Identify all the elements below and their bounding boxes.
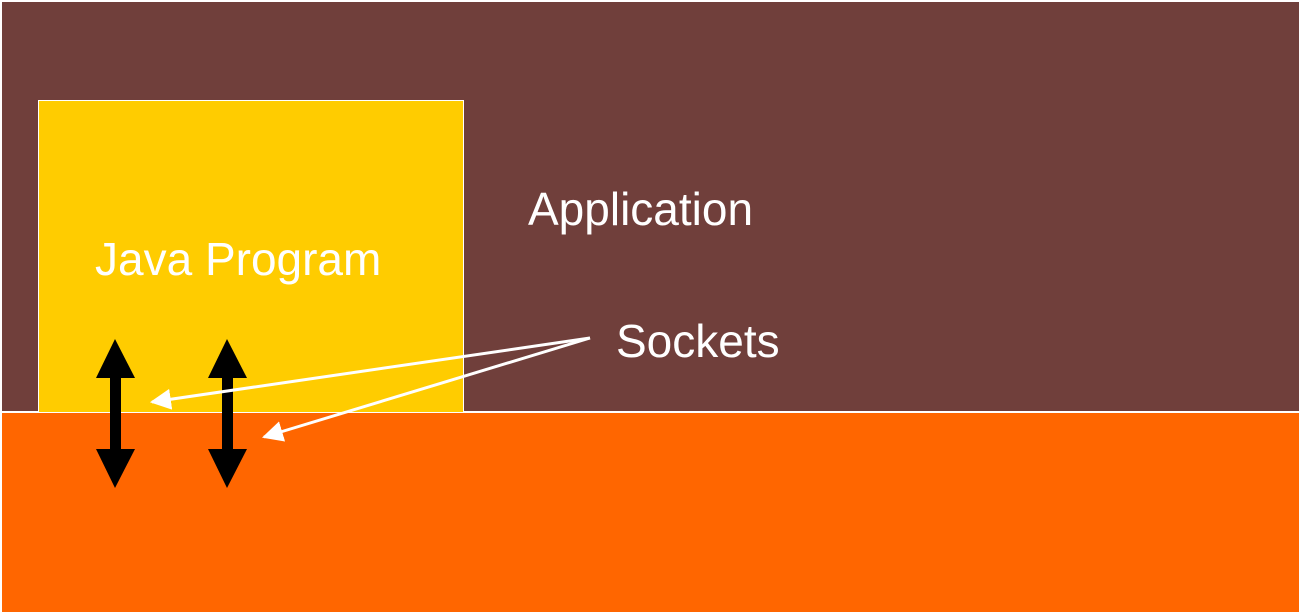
socket-arrow-1-double-headed-arrow-icon (96, 339, 135, 488)
os-layer (2, 412, 1299, 612)
pointer-to-socket-2-pointer-arrow-icon (261, 336, 591, 442)
pointer-to-socket-1-pointer-arrow-icon (149, 336, 591, 410)
socket-arrow-2-double-headed-arrow-icon (208, 339, 247, 488)
application-label: Application (528, 183, 754, 235)
java-program-label: Java Program (95, 233, 382, 285)
sockets-label: Sockets (616, 315, 780, 367)
